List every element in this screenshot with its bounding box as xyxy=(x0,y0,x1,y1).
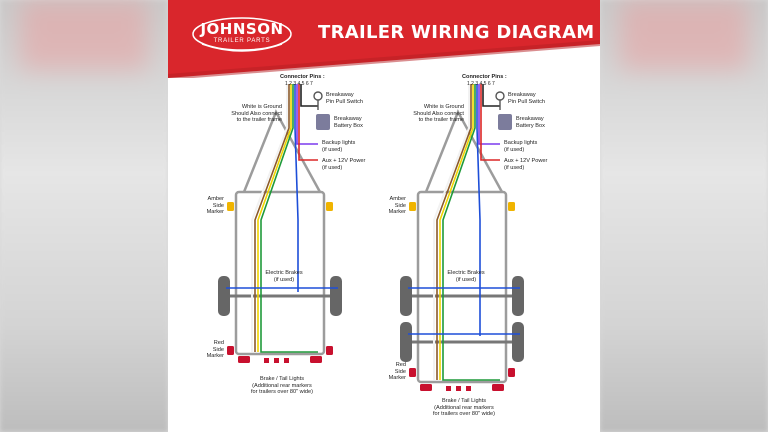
blurred-background-right xyxy=(600,0,768,432)
header-banner xyxy=(168,0,600,78)
left-wiring-diagram xyxy=(218,84,342,363)
left-amber-marker-label: Amber Side Marker xyxy=(206,196,224,216)
left-breakaway-switch-label: Breakaway Pin Pull Switch xyxy=(326,92,363,105)
right-aux-power-label: Aux + 12V Power (if used) xyxy=(504,158,548,171)
right-electric-brakes-label: Electric Brakes (if used) xyxy=(447,270,485,283)
left-red-marker-label: Red Side Marker xyxy=(206,340,224,360)
right-red-marker-label: Red Side Marker xyxy=(388,362,406,382)
blurred-background-left xyxy=(0,0,168,432)
right-tail-lights-label: Brake / Tail Lights (Additional rear mar… xyxy=(433,398,495,418)
right-pin-numbers: 1 2 3 4 5 6 7 xyxy=(467,81,495,87)
right-battery-box-label: Breakaway Battery Box xyxy=(516,116,545,129)
right-wiring-diagram xyxy=(400,84,524,391)
right-amber-marker-label: Amber Side Marker xyxy=(388,196,406,216)
left-tail-lights-label: Brake / Tail Lights (Additional rear mar… xyxy=(251,376,313,396)
left-backup-lights-label: Backup lights (if used) xyxy=(322,140,356,153)
right-backup-lights-label: Backup lights (if used) xyxy=(504,140,538,153)
right-breakaway-switch-label: Breakaway Pin Pull Switch xyxy=(508,92,545,105)
right-connector-pins-label: Connector Pins : xyxy=(462,74,507,80)
left-connector-pins-label: Connector Pins : xyxy=(280,74,325,80)
left-aux-power-label: Aux + 12V Power (if used) xyxy=(322,158,366,171)
left-battery-box-label: Breakaway Battery Box xyxy=(334,116,363,129)
logo-brand-text: JOHNSON xyxy=(200,20,284,38)
page-title: TRAILER WIRING DIAGRAM xyxy=(318,22,595,43)
left-electric-brakes-label: Electric Brakes (if used) xyxy=(265,270,303,283)
right-ground-note: White is Ground Should Also connect to t… xyxy=(413,104,464,124)
left-ground-note: White is Ground Should Also connect to t… xyxy=(231,104,282,124)
infographic-card: JOHNSON TRAILER PARTS TRAILER WIRING DIA… xyxy=(168,0,600,432)
johnson-logo: JOHNSON TRAILER PARTS xyxy=(192,14,292,54)
logo-sub-text: TRAILER PARTS xyxy=(213,38,271,44)
left-pin-numbers: 1 2 3 4 5 6 7 xyxy=(285,81,313,87)
